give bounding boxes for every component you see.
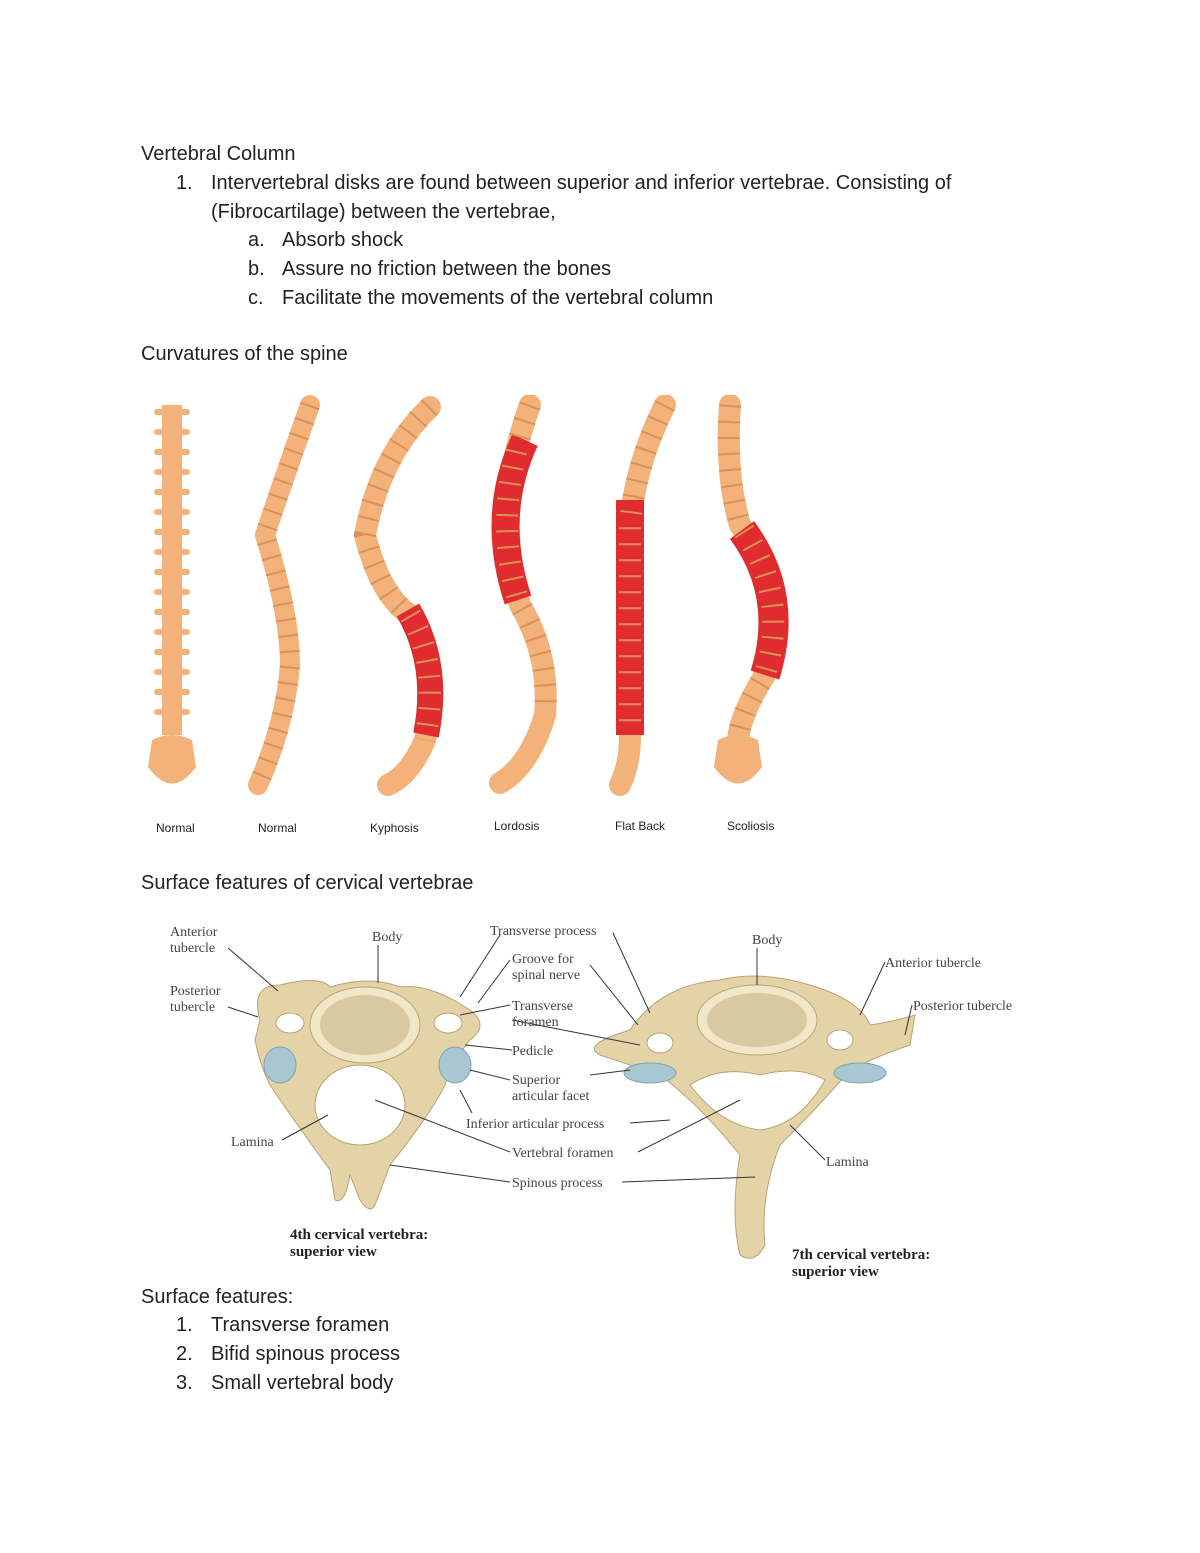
- list-number: 1.: [176, 1314, 193, 1336]
- caption-normal-side: Normal: [258, 821, 297, 835]
- list-item: Transverse foramen: [211, 1314, 390, 1336]
- caption-normal-front: Normal: [156, 821, 195, 835]
- list-item: Bifid spinous process: [211, 1343, 400, 1365]
- list-item: Small vertebral body: [211, 1372, 394, 1394]
- caption-scoliosis: Scoliosis: [727, 819, 774, 833]
- label-inferior-process: Inferior articular process: [466, 1117, 604, 1132]
- c4-vertebra: [254, 980, 481, 1210]
- spine-curvatures-figure: Normal Normal Kyphosis Lordosis Flat Bac…: [148, 395, 789, 835]
- spine-scoliosis: [714, 395, 789, 784]
- sublist-item: Assure no friction between the bones: [282, 258, 612, 280]
- leader-lines: [227, 932, 913, 1183]
- label-groove-2: spinal nerve: [512, 968, 580, 983]
- label-anterior-tubercle: Anterior: [170, 925, 218, 940]
- heading-vertebral-column: Vertebral Column: [141, 143, 296, 165]
- spine-flat-back: [609, 395, 676, 796]
- label-groove: Groove for: [512, 952, 574, 967]
- label-superior-facet: Superior: [512, 1073, 561, 1088]
- spine-normal-side: [248, 395, 320, 795]
- caption-c4: 4th cervical vertebra:: [290, 1227, 428, 1243]
- caption-c7-2: superior view: [792, 1264, 879, 1280]
- spine-normal-front: [148, 405, 196, 784]
- list-number: 2.: [176, 1343, 193, 1365]
- sublist-marker: b.: [248, 258, 265, 280]
- label-transverse-foramen-2: foramen: [512, 1015, 559, 1030]
- caption-flat-back: Flat Back: [615, 819, 666, 833]
- c7-vertebra: [593, 975, 916, 1259]
- caption-c7: 7th cervical vertebra:: [792, 1247, 930, 1263]
- caption-kyphosis: Kyphosis: [370, 821, 419, 835]
- label-body-right: Body: [752, 933, 782, 948]
- label-spinous-process: Spinous process: [512, 1176, 603, 1191]
- caption-lordosis: Lordosis: [494, 819, 539, 833]
- label-pedicle: Pedicle: [512, 1044, 553, 1059]
- sublist-marker: c.: [248, 287, 264, 309]
- sublist-item: Facilitate the movements of the vertebra…: [282, 287, 714, 309]
- label-posterior-tubercle-2: tubercle: [170, 1000, 215, 1015]
- list-item-text-continued: (Fibrocartilage) between the vertebrae,: [211, 201, 556, 223]
- label-posterior-tubercle: Posterior: [170, 984, 221, 999]
- sublist-marker: a.: [248, 229, 265, 251]
- label-transverse-foramen: Transverse: [512, 999, 573, 1014]
- label-vertebral-foramen: Vertebral foramen: [512, 1146, 613, 1161]
- label-body-left: Body: [372, 930, 402, 945]
- label-superior-facet-2: articular facet: [512, 1089, 589, 1104]
- list-item-text: Intervertebral disks are found between s…: [211, 172, 952, 194]
- label-posterior-tubercle-right: Posterior tubercle: [913, 999, 1012, 1014]
- sublist-item: Absorb shock: [282, 229, 404, 251]
- caption-c4-2: superior view: [290, 1244, 377, 1260]
- list-number: 1.: [176, 172, 193, 194]
- label-transverse-process: Transverse process: [490, 924, 596, 939]
- heading-curvatures: Curvatures of the spine: [141, 343, 348, 365]
- label-anterior-tubercle-2: tubercle: [170, 941, 215, 956]
- list-number: 3.: [176, 1372, 193, 1394]
- spine-lordosis: [489, 395, 557, 794]
- label-lamina-right: Lamina: [826, 1155, 870, 1170]
- label-anterior-tubercle-right: Anterior tubercle: [885, 956, 981, 971]
- spine-kyphosis: [353, 396, 444, 796]
- cervical-vertebrae-figure: Anterior tubercle Posterior tubercle Bod…: [170, 924, 1012, 1280]
- heading-cervical-surface: Surface features of cervical vertebrae: [141, 872, 474, 894]
- label-lamina-left: Lamina: [231, 1135, 275, 1150]
- heading-surface-features: Surface features:: [141, 1286, 294, 1308]
